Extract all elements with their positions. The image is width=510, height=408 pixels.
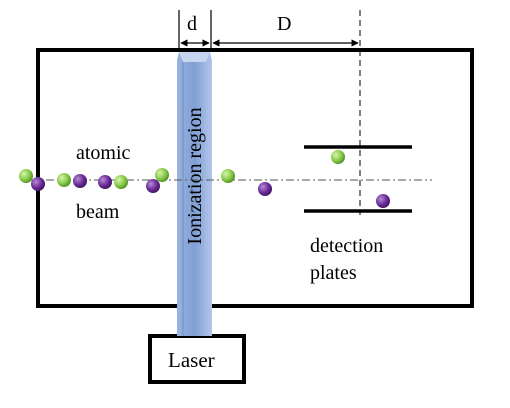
purple-atom <box>376 194 390 208</box>
green-atom <box>114 175 128 189</box>
ionization-beam <box>177 52 212 336</box>
green-atom <box>221 169 235 183</box>
green-atom <box>19 169 33 183</box>
green-atom <box>331 150 345 164</box>
label-beam: beam <box>76 201 120 223</box>
label-ionization-region: Ionization region <box>184 107 206 245</box>
atoms <box>19 150 390 208</box>
label-atomic: atomic <box>76 142 131 164</box>
label-detection: detection <box>310 235 384 257</box>
label-D: D <box>277 13 292 35</box>
green-atom <box>57 173 71 187</box>
purple-atom <box>98 175 112 189</box>
label-plates: plates <box>310 262 357 284</box>
purple-atom <box>146 179 160 193</box>
purple-atom <box>31 177 45 191</box>
label-d: d <box>187 13 197 35</box>
purple-atom <box>73 174 87 188</box>
purple-atom <box>258 182 272 196</box>
green-atom <box>155 168 169 182</box>
label-laser: Laser <box>168 348 215 372</box>
